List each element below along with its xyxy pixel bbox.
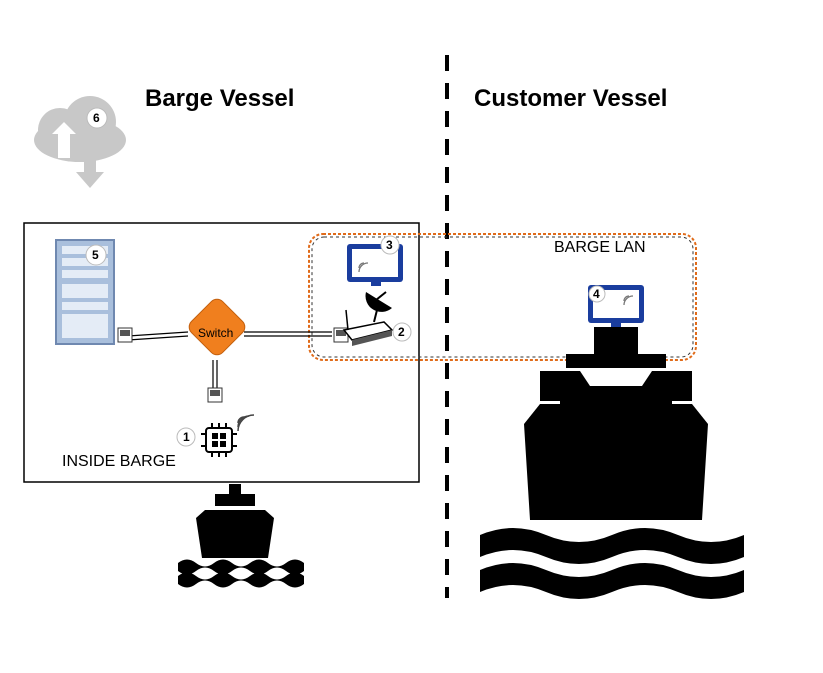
barge-ship-icon <box>178 484 304 588</box>
inside-barge-box <box>23 222 420 483</box>
barge-vessel-heading: Barge Vessel <box>145 85 294 112</box>
barge-lan-inner-border <box>311 236 694 358</box>
wireless-router-icon <box>342 309 394 346</box>
badge-3: 3 <box>380 235 400 255</box>
svg-text:6: 6 <box>93 111 100 125</box>
badge-6: 6 <box>86 107 108 129</box>
svg-text:1: 1 <box>183 430 190 444</box>
badge-5: 5 <box>85 244 107 266</box>
badge-4: 4 <box>588 285 606 303</box>
badge-1: 1 <box>176 427 196 447</box>
network-cables <box>127 331 332 388</box>
customer-vessel-heading: Customer Vessel <box>474 85 667 112</box>
barge-lan-box <box>308 233 697 361</box>
inside-barge-label: INSIDE BARGE <box>62 453 176 470</box>
svg-text:2: 2 <box>398 325 405 339</box>
badge-2: 2 <box>392 322 412 342</box>
satellite-dish-icon <box>365 291 392 323</box>
svg-text:5: 5 <box>92 248 99 262</box>
switch-label: Switch <box>198 326 233 340</box>
svg-text:4: 4 <box>593 287 600 301</box>
barge-lan-label: BARGE LAN <box>554 239 646 256</box>
customer-ship-icon <box>480 327 744 599</box>
cloud-upload-icon <box>34 96 126 188</box>
wireless-signal-icon <box>237 414 255 432</box>
switch-icon: Switch <box>188 298 246 356</box>
sensor-chip-icon <box>201 423 237 457</box>
svg-text:3: 3 <box>386 238 393 252</box>
